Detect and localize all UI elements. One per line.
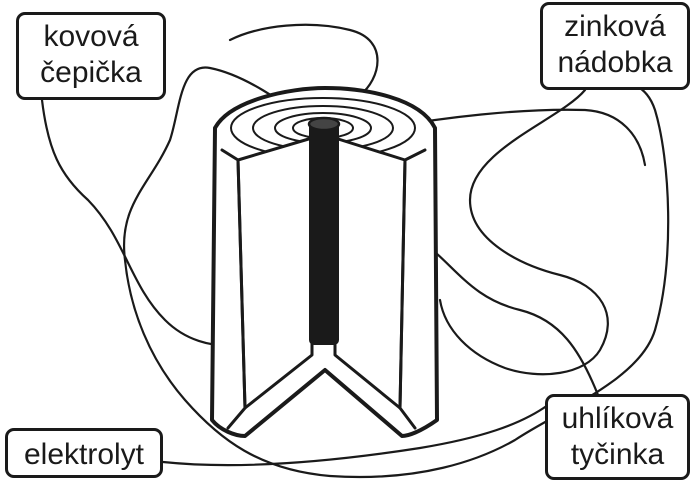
carbon-rod bbox=[310, 122, 338, 344]
label-metal-cap: kovová čepička bbox=[16, 12, 166, 100]
carbon-rod-top bbox=[309, 118, 339, 130]
battery-body bbox=[212, 88, 437, 436]
label-carbon-rod-line2: tyčinka bbox=[548, 437, 687, 473]
label-carbon-rod-line1: uhlíková bbox=[548, 401, 687, 437]
zinc-leader-line bbox=[440, 90, 608, 374]
label-carbon-rod: uhlíková tyčinka bbox=[545, 394, 690, 480]
label-metal-cap-line1: kovová bbox=[19, 19, 163, 55]
label-electrolyte: elektrolyt bbox=[5, 428, 163, 478]
label-electrolyte-text: elektrolyt bbox=[8, 437, 160, 473]
label-metal-cap-line2: čepička bbox=[19, 55, 163, 91]
rod-leader-line bbox=[420, 240, 598, 395]
label-zinc-container-line2: nádobka bbox=[543, 45, 687, 81]
label-zinc-container: zinková nádobka bbox=[540, 2, 690, 90]
label-zinc-container-line1: zinková bbox=[543, 9, 687, 45]
